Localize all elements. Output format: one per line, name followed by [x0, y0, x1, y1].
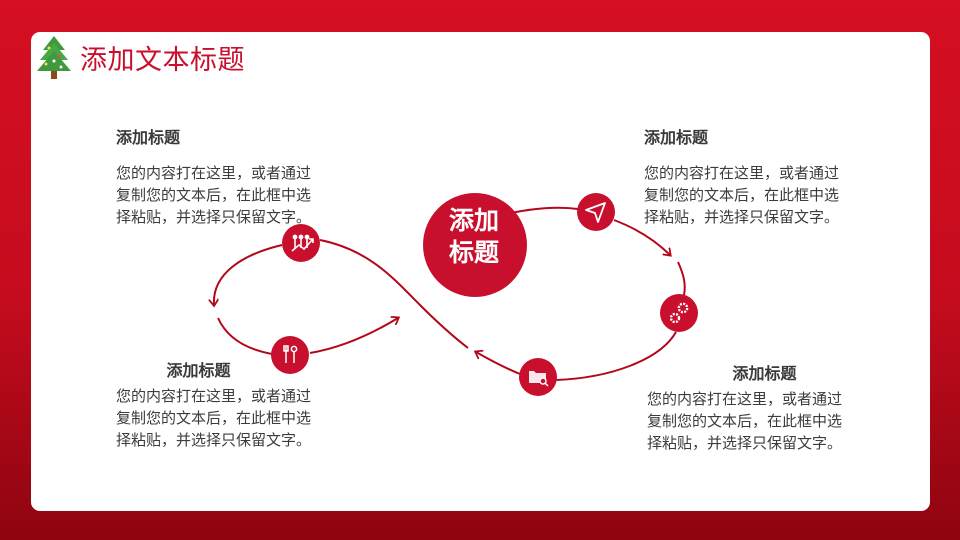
node-folder	[519, 358, 557, 396]
block-title: 添加标题	[732, 366, 797, 383]
block-body: 您的内容打在这里，或者通过 复制您的文本后，在此框中选 择粘贴，并选择只保留文字…	[116, 165, 312, 226]
block-body: 您的内容打在这里，或者通过 复制您的文本后，在此框中选 择粘贴，并选择只保留文字…	[647, 391, 843, 452]
title-row: 添加文本标题	[34, 34, 245, 80]
text-block-bottom-right: 添加标题 您的内容打在这里，或者通过 复制您的文本后，在此框中选 择粘贴，并选择…	[647, 360, 867, 455]
node-send	[577, 193, 615, 231]
block-body: 您的内容打在这里，或者通过 复制您的文本后，在此框中选 择粘贴，并选择只保留文字…	[644, 165, 840, 226]
node-growth	[282, 224, 320, 262]
node-tools	[271, 336, 309, 374]
node-gears	[660, 294, 698, 332]
center-circle	[423, 193, 527, 297]
text-block-top-left: 添加标题 您的内容打在这里，或者通过 复制您的文本后，在此框中选 择粘贴，并选择…	[116, 124, 336, 229]
block-title: 添加标题	[116, 130, 181, 147]
page-title: 添加文本标题	[80, 44, 245, 75]
text-block-top-right: 添加标题 您的内容打在这里，或者通过 复制您的文本后，在此框中选 择粘贴，并选择…	[644, 124, 864, 229]
text-block-bottom-left: 添加标题 您的内容打在这里，或者通过 复制您的文本后，在此框中选 择粘贴，并选择…	[116, 357, 336, 452]
center-title: 添加 标题	[448, 207, 499, 267]
block-title: 添加标题	[166, 363, 231, 380]
block-body: 您的内容打在这里，或者通过 复制您的文本后，在此框中选 择粘贴，并选择只保留文字…	[116, 388, 312, 449]
christmas-tree-icon	[34, 34, 74, 80]
block-title: 添加标题	[644, 130, 709, 147]
